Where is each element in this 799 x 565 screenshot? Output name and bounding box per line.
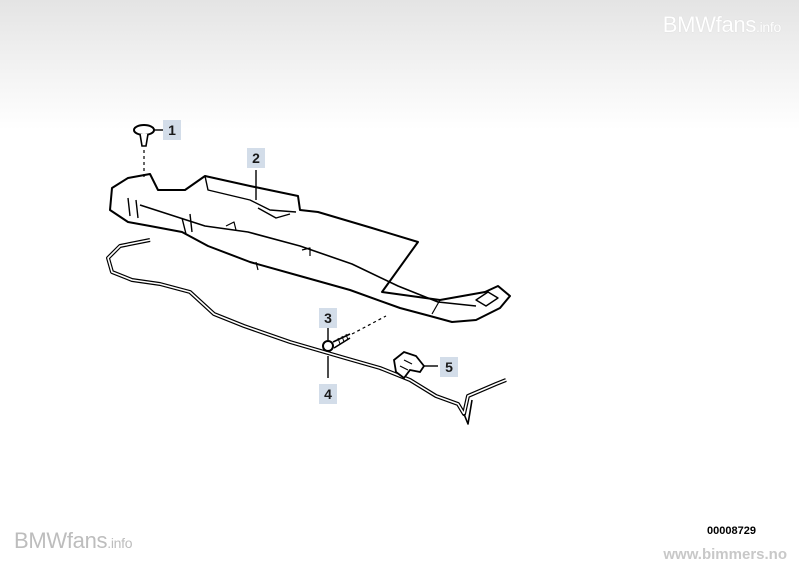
seal-gasket-part: [106, 238, 507, 425]
leader-lines: [255, 170, 329, 378]
screw-part: [322, 315, 387, 352]
watermark-top: BMWfans.info: [662, 12, 782, 38]
callout-3-label: 3: [324, 310, 332, 326]
callout-3: 3: [319, 308, 337, 328]
retaining-clip-part: [393, 350, 438, 380]
watermark-suffix: .info: [756, 19, 781, 35]
callout-2-label: 2: [252, 150, 260, 166]
rivet-clip-part: [133, 124, 164, 178]
callout-1-label: 1: [168, 122, 176, 138]
trim-panel-part: [109, 173, 511, 323]
watermark-brand: BMWfans: [662, 12, 757, 37]
watermark-bottom-brand: BMWfans: [14, 528, 108, 553]
callout-2: 2: [247, 148, 265, 168]
callout-5: 5: [440, 357, 458, 377]
callout-4-label: 4: [324, 386, 332, 402]
watermark-bottom: BMWfans.info: [14, 528, 133, 554]
diagram-code: 00008729: [707, 525, 756, 537]
callout-4: 4: [319, 384, 337, 404]
source-url: www.bimmers.no: [663, 546, 787, 563]
header-gradient: [0, 0, 799, 130]
callout-1: 1: [163, 120, 181, 140]
watermark-bottom-suffix: .info: [107, 535, 133, 551]
callout-5-label: 5: [445, 359, 453, 375]
